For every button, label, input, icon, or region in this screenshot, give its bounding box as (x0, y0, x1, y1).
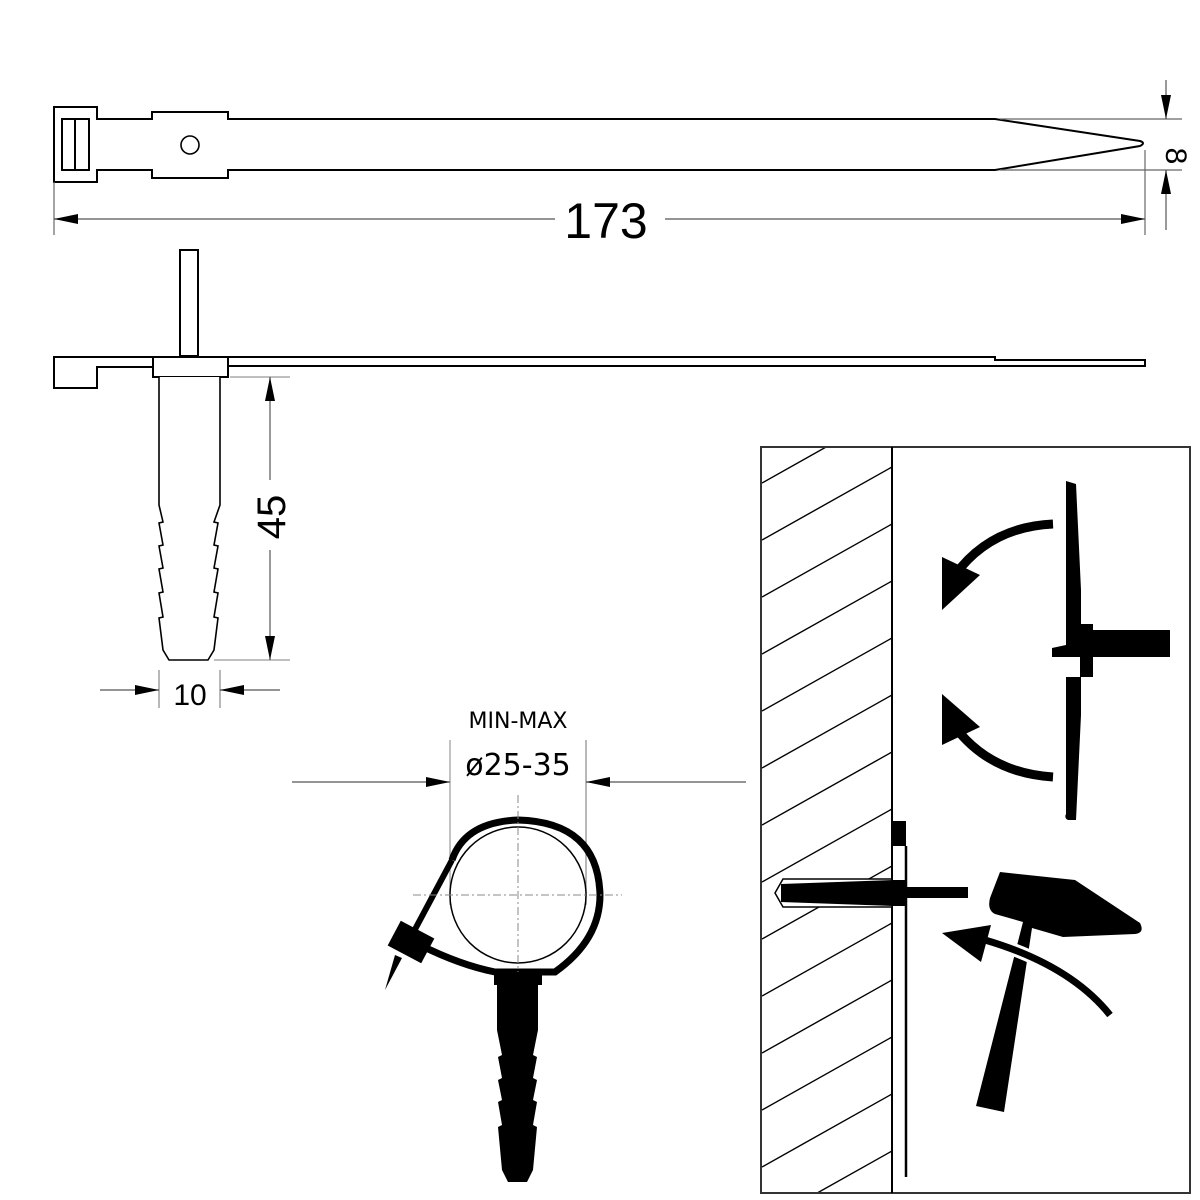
folding-tie-illustration (942, 481, 1170, 820)
length-dimension-label: 173 (564, 193, 647, 249)
plug-diameter-dimension-label: 10 (173, 679, 206, 712)
installation-panel (760, 446, 1191, 1194)
hole-icon (180, 135, 200, 155)
cable-tie-top-view: 173 8 (53, 80, 1192, 249)
curved-arrow-icon (951, 519, 1054, 578)
curved-arrow-icon (984, 936, 1113, 1018)
hammer-icon (976, 872, 1142, 1112)
curved-arrow-icon (951, 724, 1054, 782)
wall-hatch (762, 447, 893, 1193)
hammering-illustration (774, 821, 1142, 1177)
width-dimension-label: 8 (1159, 148, 1192, 165)
min-max-label: MIN-MAX (469, 709, 568, 734)
cable-tie-side-view: 45 10 (53, 249, 1146, 712)
diameter-range-label: ø25-35 (465, 748, 571, 783)
plug-length-dimension-label: 45 (250, 495, 294, 540)
pipe-mount-view: MIN-MAX ø25-35 (292, 709, 746, 1182)
